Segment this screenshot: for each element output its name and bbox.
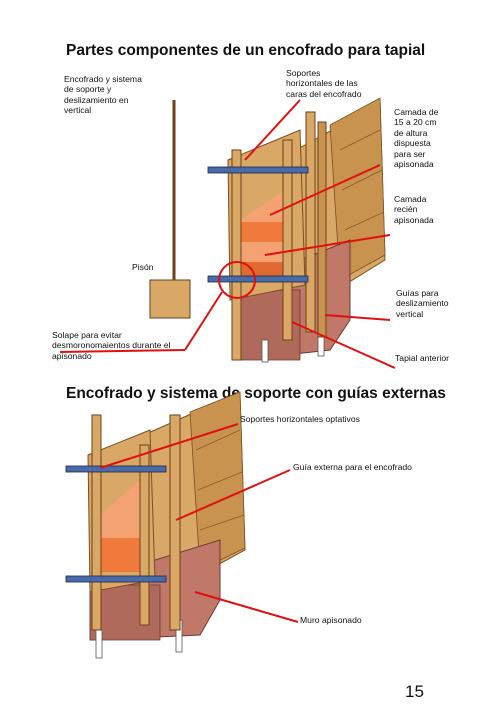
label-muro-apisonado: Muro apisonado: [300, 615, 362, 625]
page-number: 15: [405, 682, 424, 702]
label-soportes-optativos: Soportes horizontales optativos: [240, 414, 360, 424]
label-guia-externa: Guía externa para el encofrado: [293, 462, 412, 472]
